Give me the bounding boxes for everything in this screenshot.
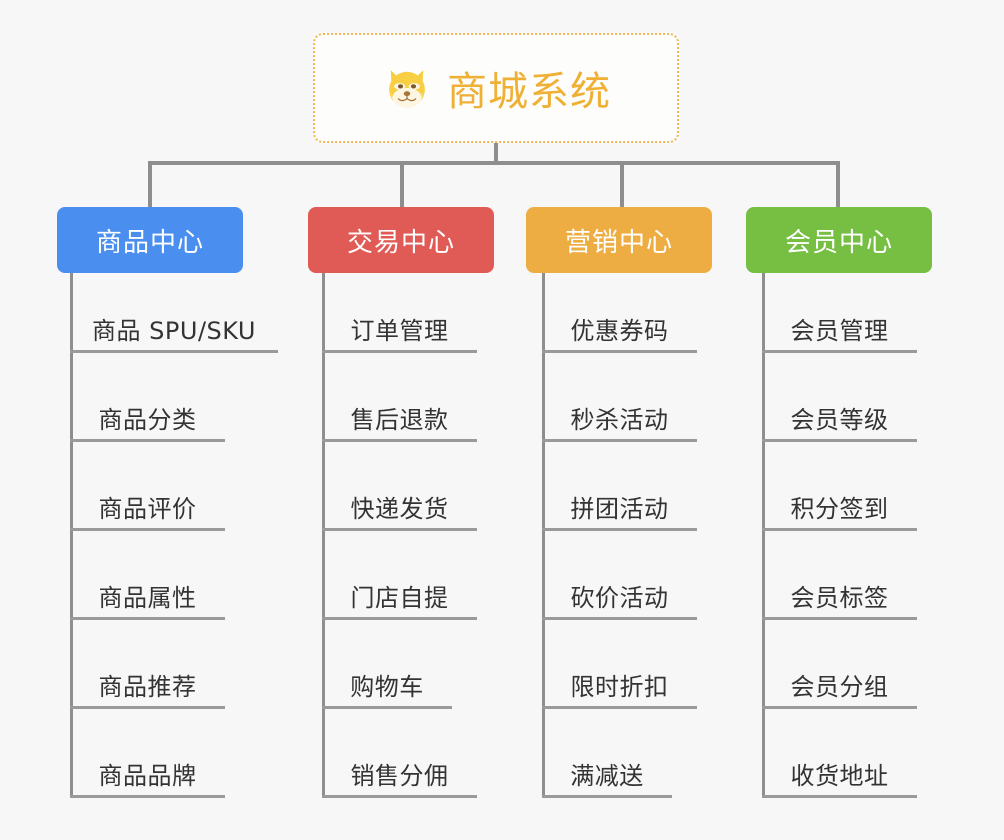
leaf-item-label: 商品 SPU/SKU (92, 317, 256, 346)
leaf-item-label: 会员等级 (790, 406, 889, 435)
column-header-marketing-center[interactable]: 营销中心 (526, 207, 712, 273)
branch-spine (70, 273, 73, 798)
connector-drop-trade-center (400, 161, 404, 207)
leaf-item-label: 优惠券码 (570, 317, 669, 346)
leaf-item[interactable]: 积分签到 (762, 451, 917, 531)
leaf-item-label: 收货地址 (790, 762, 889, 791)
column-header-label: 营销中心 (564, 227, 673, 258)
column-header-label: 商品中心 (95, 227, 204, 258)
leaf-item[interactable]: 商品属性 (70, 540, 225, 620)
leaf-item[interactable]: 会员标签 (762, 540, 917, 620)
leaf-item[interactable]: 收货地址 (762, 718, 917, 798)
leaf-item-label: 销售分佣 (350, 762, 449, 791)
branch-spine (322, 273, 325, 798)
leaf-item-label: 秒杀活动 (570, 406, 669, 435)
leaf-item-label: 商品品牌 (98, 762, 197, 791)
column-header-label: 会员中心 (784, 227, 893, 258)
connector-horizontal-bus (150, 161, 838, 165)
leaf-item-label: 会员分组 (790, 673, 889, 702)
connector-root-stem (494, 143, 498, 165)
leaf-item-label: 砍价活动 (570, 584, 669, 613)
leaf-item[interactable]: 商品分类 (70, 362, 225, 442)
leaf-item[interactable]: 购物车 (322, 629, 452, 709)
root-node-card[interactable]: 商城系统 (313, 33, 679, 143)
leaf-item[interactable]: 商品推荐 (70, 629, 225, 709)
leaf-item[interactable]: 售后退款 (322, 362, 477, 442)
column-header-member-center[interactable]: 会员中心 (746, 207, 932, 273)
leaf-item-label: 订单管理 (350, 317, 449, 346)
branch-spine (762, 273, 765, 798)
column-header-label: 交易中心 (346, 227, 455, 258)
leaf-item-label: 满减送 (570, 762, 644, 791)
leaf-item[interactable]: 快递发货 (322, 451, 477, 531)
leaf-item[interactable]: 商品 SPU/SKU (70, 273, 278, 353)
leaf-item[interactable]: 销售分佣 (322, 718, 477, 798)
leaf-item[interactable]: 订单管理 (322, 273, 477, 353)
leaf-item-label: 快递发货 (350, 495, 449, 524)
leaf-item-label: 售后退款 (350, 406, 449, 435)
root-node-title: 商城系统 (447, 69, 611, 115)
leaf-item-label: 商品分类 (98, 406, 197, 435)
leaf-item-label: 商品评价 (98, 495, 197, 524)
leaf-item[interactable]: 拼团活动 (542, 451, 697, 531)
leaf-item[interactable]: 门店自提 (322, 540, 477, 620)
column-header-trade-center[interactable]: 交易中心 (308, 207, 494, 273)
leaf-item[interactable]: 秒杀活动 (542, 362, 697, 442)
shiba-inu-dog-face-icon (381, 62, 433, 114)
leaf-item[interactable]: 会员管理 (762, 273, 917, 353)
connector-drop-product-center (148, 161, 152, 207)
leaf-item[interactable]: 限时折扣 (542, 629, 697, 709)
leaf-item-label: 商品推荐 (98, 673, 197, 702)
leaf-item[interactable]: 商品品牌 (70, 718, 225, 798)
leaf-item[interactable]: 商品评价 (70, 451, 225, 531)
leaf-item-label: 积分签到 (790, 495, 889, 524)
leaf-item[interactable]: 会员等级 (762, 362, 917, 442)
leaf-item-label: 会员标签 (790, 584, 889, 613)
leaf-item-label: 会员管理 (790, 317, 889, 346)
leaf-item-label: 限时折扣 (570, 673, 669, 702)
branch-spine (542, 273, 545, 798)
leaf-item-label: 门店自提 (350, 584, 449, 613)
leaf-item-label: 商品属性 (98, 584, 197, 613)
leaf-item-label: 拼团活动 (570, 495, 669, 524)
connector-drop-marketing-center (620, 161, 624, 207)
leaf-item[interactable]: 会员分组 (762, 629, 917, 709)
leaf-item[interactable]: 砍价活动 (542, 540, 697, 620)
leaf-item[interactable]: 优惠券码 (542, 273, 697, 353)
connector-drop-member-center (836, 161, 840, 207)
leaf-item-label: 购物车 (350, 673, 424, 702)
leaf-item[interactable]: 满减送 (542, 718, 672, 798)
column-header-product-center[interactable]: 商品中心 (57, 207, 243, 273)
